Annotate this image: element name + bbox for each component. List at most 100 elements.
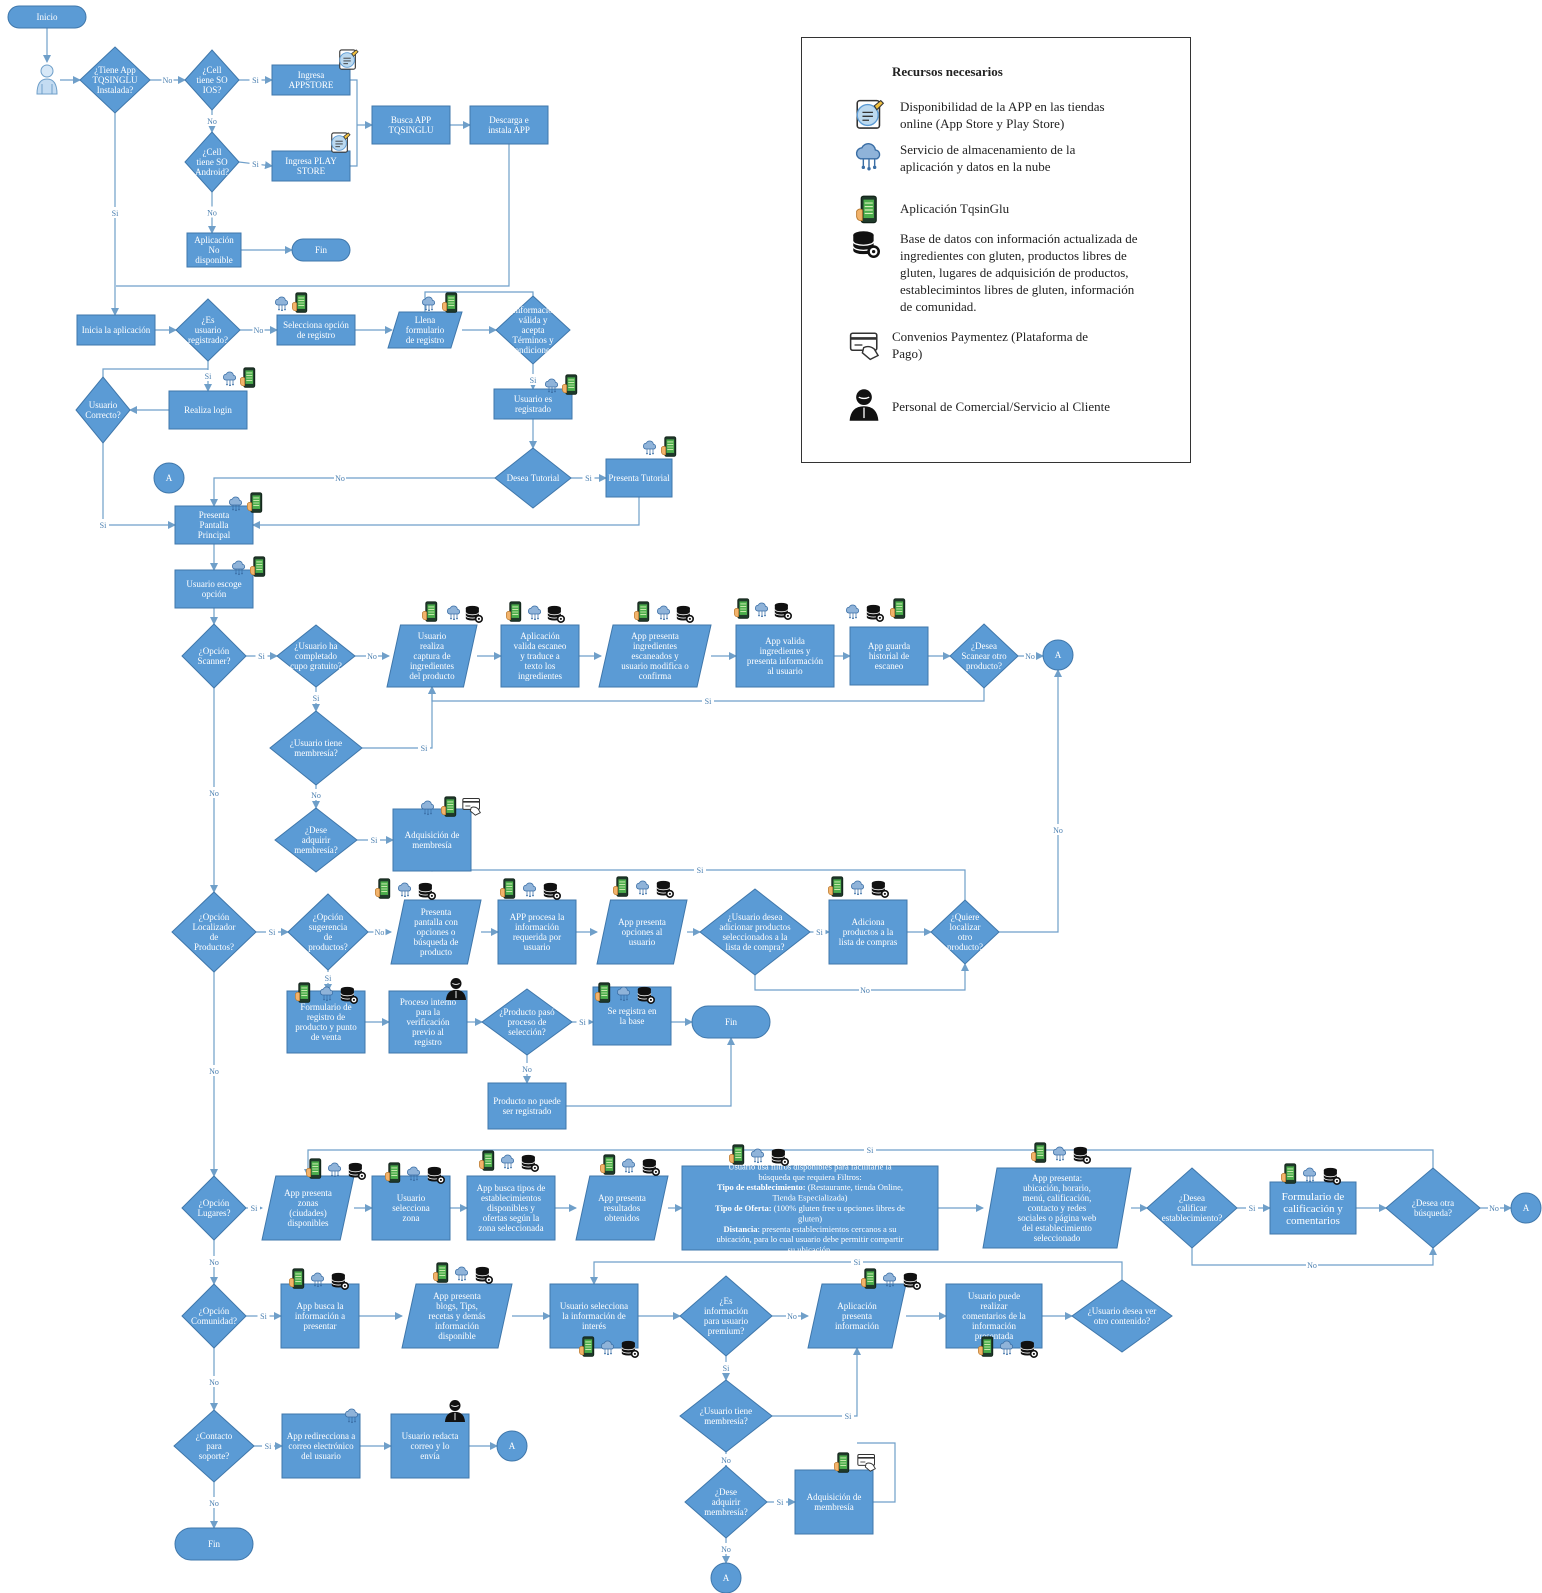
phone-app-icon: [374, 878, 391, 899]
cloud-storage-icon: [455, 1266, 468, 1281]
node-text: requerida por: [513, 932, 561, 942]
node-text: Tipo de Oferta: (100% gluten free u opci…: [715, 1203, 905, 1213]
connector: No: [208, 1240, 220, 1285]
edge-label: No: [1307, 1261, 1317, 1270]
node-text: obtenidos: [605, 1213, 640, 1223]
connector: Si: [362, 686, 436, 753]
database-icon: [642, 1158, 660, 1176]
node-text: seleccionados a la: [723, 932, 788, 942]
connector: Si: [246, 650, 278, 661]
connector: No: [208, 688, 220, 893]
node-text: pantalla con: [414, 917, 458, 927]
node-text: ¿Opción: [199, 1306, 230, 1316]
connector: No: [206, 110, 218, 133]
node-text: Principal: [198, 530, 231, 540]
edge-label: No: [209, 1378, 219, 1387]
connector: Si: [246, 1310, 282, 1321]
node-text: localizar: [950, 922, 981, 932]
node-text: información: [835, 1321, 879, 1331]
phone-app-icon: [855, 195, 877, 224]
node-text: A: [723, 1573, 730, 1583]
node-text: ¿Usuario tiene: [700, 1406, 752, 1416]
node-text: Selecciona opción: [283, 320, 349, 330]
node-text: de registro: [406, 335, 445, 345]
node-text: adicionar productos: [719, 922, 791, 932]
connector: Si: [428, 686, 985, 706]
node-text: Descarga e: [489, 115, 529, 125]
node-text: A: [166, 473, 173, 483]
node-text: ¿Cell: [203, 65, 222, 75]
edge-label: No: [860, 986, 870, 995]
database-icon: [331, 1272, 349, 1290]
node-text: Condiciones?: [509, 345, 558, 355]
node-n-a3: A: [1510, 1192, 1542, 1224]
connector: Si: [1237, 1202, 1271, 1213]
node-text: registrado?: [188, 335, 228, 345]
node-text: Se registra en: [608, 1006, 657, 1016]
node-text: productos a la: [843, 927, 893, 937]
edge-label: No: [787, 1312, 797, 1321]
connector: No: [368, 926, 392, 937]
node-text: calificación y: [1283, 1203, 1343, 1215]
node-text: App presenta: [284, 1188, 332, 1198]
connector: No: [206, 192, 218, 234]
node-text: ingredientes: [633, 641, 677, 651]
node-text: Realiza login: [184, 405, 232, 415]
node-text: su ubicación.: [788, 1245, 833, 1255]
legend-item-agent: Personal de Comercial/Servicio al Client…: [848, 388, 1152, 422]
node-text: ¿Usuario ha: [294, 641, 337, 651]
node-text: registro de: [307, 1012, 345, 1022]
database-icon: [866, 604, 884, 622]
node-text: Instalada?: [97, 85, 133, 95]
node-text: tiene SO: [196, 75, 228, 85]
database-icon: [465, 605, 483, 623]
edge-label: Si: [252, 160, 259, 169]
node-text: información: [515, 922, 559, 932]
node-text: adquirir: [712, 1497, 741, 1507]
node-text: escaneo: [875, 661, 904, 671]
cloud-storage-icon: [523, 882, 536, 897]
node-text: resultados: [604, 1203, 641, 1213]
node-text: membresía?: [704, 1416, 747, 1426]
phone-app-icon: [728, 1144, 745, 1165]
node-n-a4: A: [710, 1562, 742, 1593]
resources-legend: Recursos necesarios Disponibilidad de la…: [801, 37, 1191, 463]
cloud-storage-icon: [328, 1162, 341, 1177]
node-text: STORE: [297, 166, 326, 176]
legend-item-cloud: Servicio de almacenamiento de la aplicac…: [852, 141, 1100, 175]
node-text: sugerencia: [309, 922, 347, 932]
database-icon: [852, 230, 880, 258]
node-text: del usuario: [301, 1451, 341, 1461]
cloud-storage-icon: [755, 602, 768, 617]
legend-item-app: Aplicación TqsinGlu: [852, 195, 1100, 229]
node-text: disponible: [195, 255, 233, 265]
node-text: Usuario redacta: [402, 1431, 459, 1441]
node-text: Correcto?: [85, 410, 120, 420]
database-icon: [348, 1162, 366, 1180]
node-text: gluten): [798, 1213, 822, 1223]
node-text: Usuario: [397, 1193, 426, 1203]
database-icon: [521, 1154, 539, 1172]
database-icon: [871, 880, 889, 898]
